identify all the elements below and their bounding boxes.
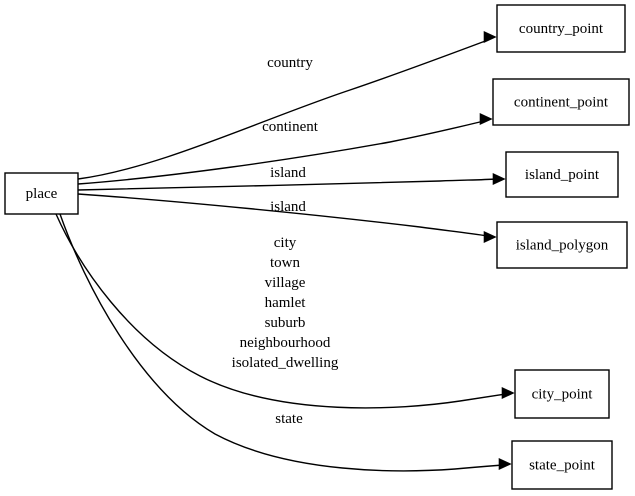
edge-place-country-point[interactable] <box>77 31 497 180</box>
edge-label-line: state <box>275 411 303 427</box>
edge-label-line: suburb <box>265 315 306 331</box>
node-label: state_point <box>529 457 596 473</box>
node-island_point[interactable]: island_point <box>505 151 619 198</box>
arrowhead-icon <box>483 31 497 43</box>
edge-line <box>77 178 498 191</box>
edge-label: island <box>270 199 306 215</box>
edge-label: continent <box>262 119 319 135</box>
edge-label: island <box>270 165 306 181</box>
node-box <box>514 369 610 419</box>
edge-place-state-point[interactable] <box>59 213 512 472</box>
edge-label-line: town <box>270 255 301 271</box>
edge-place-island-polygon[interactable] <box>77 193 497 243</box>
node-label: island_point <box>525 167 600 183</box>
node-box <box>496 4 626 53</box>
edge-label-line: island <box>270 165 306 181</box>
edge-line <box>77 39 489 180</box>
node-label: island_polygon <box>516 237 609 253</box>
arrowhead-icon <box>492 173 506 185</box>
node-box <box>496 221 628 269</box>
nodes-layer: place country_point continent_point island_… <box>4 4 630 490</box>
edge-line <box>59 213 504 472</box>
edge-label: country <box>267 55 313 71</box>
node-state_point[interactable]: state_point <box>511 440 613 490</box>
edges-layer <box>55 31 515 472</box>
node-label: city_point <box>532 386 594 402</box>
arrowhead-icon <box>498 458 512 470</box>
edge-place-city-point[interactable] <box>55 213 515 409</box>
node-label: place <box>26 186 58 202</box>
edge-label-line: village <box>265 275 306 291</box>
node-box <box>492 78 630 126</box>
edge-place-continent-point[interactable] <box>77 113 493 185</box>
edge-label-line: isolated_dwelling <box>232 355 339 371</box>
edge-label-line: neighbourhood <box>240 335 331 351</box>
node-box <box>511 440 613 490</box>
node-box <box>4 172 79 215</box>
node-label: continent_point <box>514 94 609 110</box>
edge-line <box>55 213 507 409</box>
node-label: country_point <box>519 21 604 37</box>
arrowhead-icon <box>479 113 493 125</box>
edge-label: city town village hamlet suburb neighbourhood… <box>232 235 339 371</box>
edge-labels-layer: country continent island island city town vill… <box>232 55 339 427</box>
node-place[interactable]: place <box>4 172 79 215</box>
edge-label-line: island <box>270 199 306 215</box>
edge-label-line: city <box>274 235 297 251</box>
node-box <box>505 151 619 198</box>
node-country_point[interactable]: country_point <box>496 4 626 53</box>
edge-label-line: continent <box>262 119 319 135</box>
node-island_polygon[interactable]: island_polygon <box>496 221 628 269</box>
edge-line <box>77 120 485 185</box>
edge-label: state <box>275 411 303 427</box>
edge-label-line: country <box>267 55 313 71</box>
edge-label-line: hamlet <box>265 295 307 311</box>
arrowhead-icon <box>483 231 497 243</box>
edge-place-island-point[interactable] <box>77 173 506 191</box>
node-city_point[interactable]: city_point <box>514 369 610 419</box>
node-continent_point[interactable]: continent_point <box>492 78 630 126</box>
arrowhead-icon <box>501 387 515 399</box>
edge-line <box>77 193 489 237</box>
